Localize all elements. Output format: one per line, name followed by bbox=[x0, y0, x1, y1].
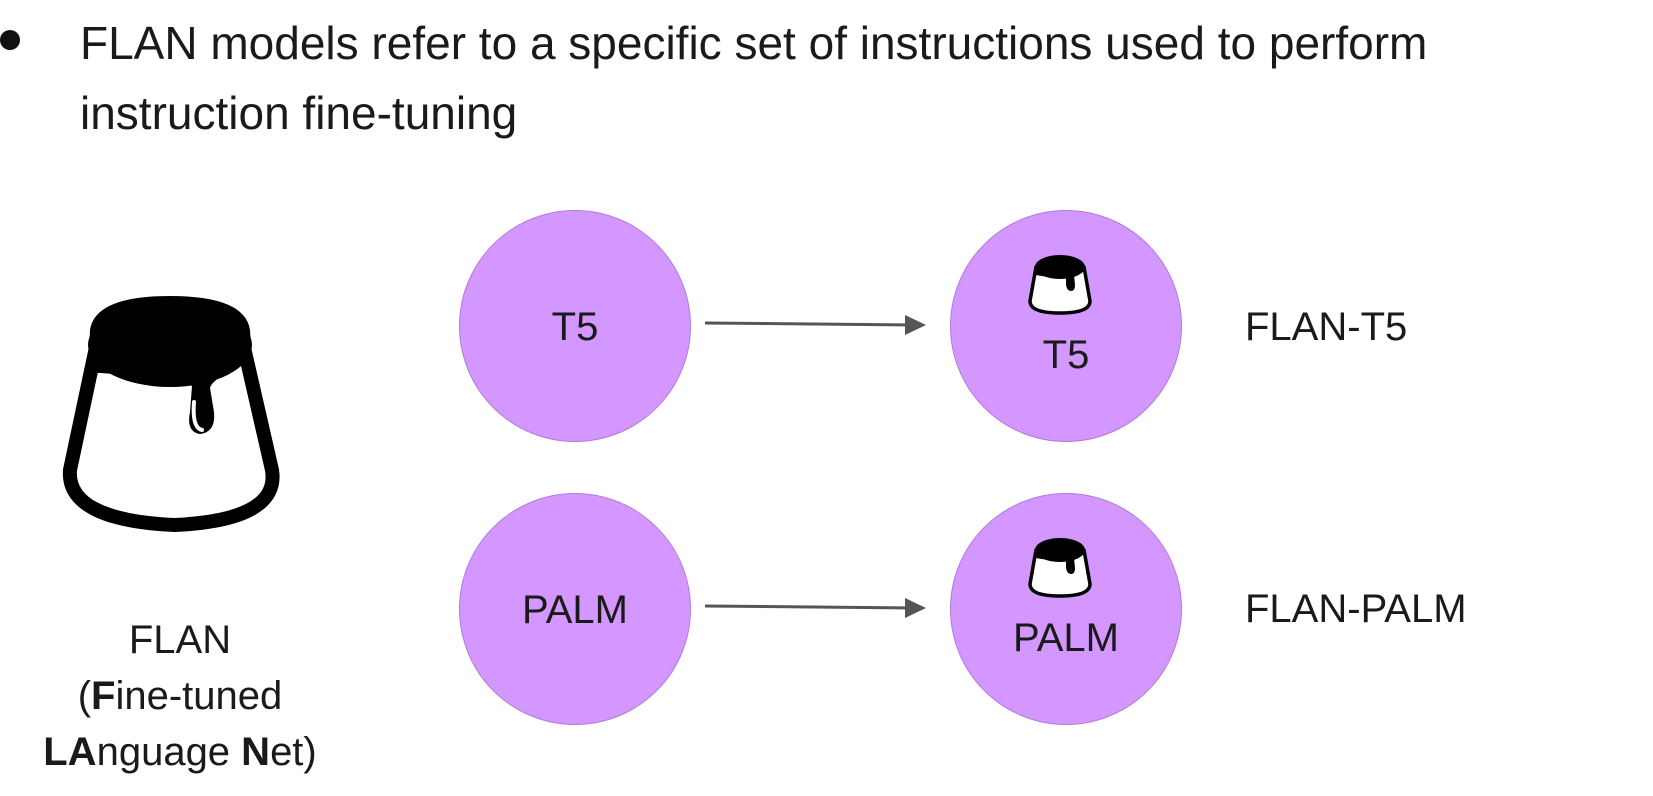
flan-pudding-icon bbox=[62, 296, 280, 532]
bullet-text: FLAN models refer to a specific set of i… bbox=[80, 8, 1653, 148]
tuned-model-label: PALM bbox=[1013, 616, 1119, 660]
base-model-label: PALM bbox=[522, 588, 628, 632]
tuned-model-label: T5 bbox=[1042, 333, 1090, 377]
tuned-model-circle-t5: T5 bbox=[950, 210, 1182, 442]
caption-fine-bold: F bbox=[91, 674, 116, 718]
arrow-right-icon bbox=[704, 315, 926, 335]
bullet-line-2: instruction fine-tuning bbox=[80, 87, 518, 139]
caption-net-rest: et) bbox=[270, 730, 317, 774]
flan-caption-name: FLAN bbox=[128, 618, 232, 662]
base-model-label: T5 bbox=[551, 305, 599, 349]
arrow-right-icon bbox=[704, 598, 926, 618]
base-model-circle-palm: PALM bbox=[459, 493, 691, 725]
flan-caption-language-net: LAnguage Net) bbox=[0, 724, 360, 780]
flan-caption: FLAN (Fine-tuned LAnguage Net) bbox=[0, 612, 360, 780]
caption-language-rest: nguage bbox=[96, 730, 242, 774]
result-label-flan-palm: FLAN-PALM bbox=[1245, 587, 1467, 631]
caption-net-bold: N bbox=[241, 730, 271, 774]
base-model-circle-t5: T5 bbox=[459, 210, 691, 442]
flan-caption-fine-tuned: (Fine-tuned bbox=[0, 668, 360, 724]
caption-language-bold: LA bbox=[43, 730, 97, 774]
result-label-flan-t5: FLAN-T5 bbox=[1245, 305, 1408, 349]
caption-open-paren: ( bbox=[77, 674, 92, 718]
bullet-line-1: FLAN models refer to a specific set of i… bbox=[80, 17, 1428, 69]
tuned-model-circle-palm: PALM bbox=[950, 493, 1182, 725]
bullet-dot bbox=[0, 30, 20, 50]
caption-fine-rest: ine-tuned bbox=[115, 674, 283, 718]
